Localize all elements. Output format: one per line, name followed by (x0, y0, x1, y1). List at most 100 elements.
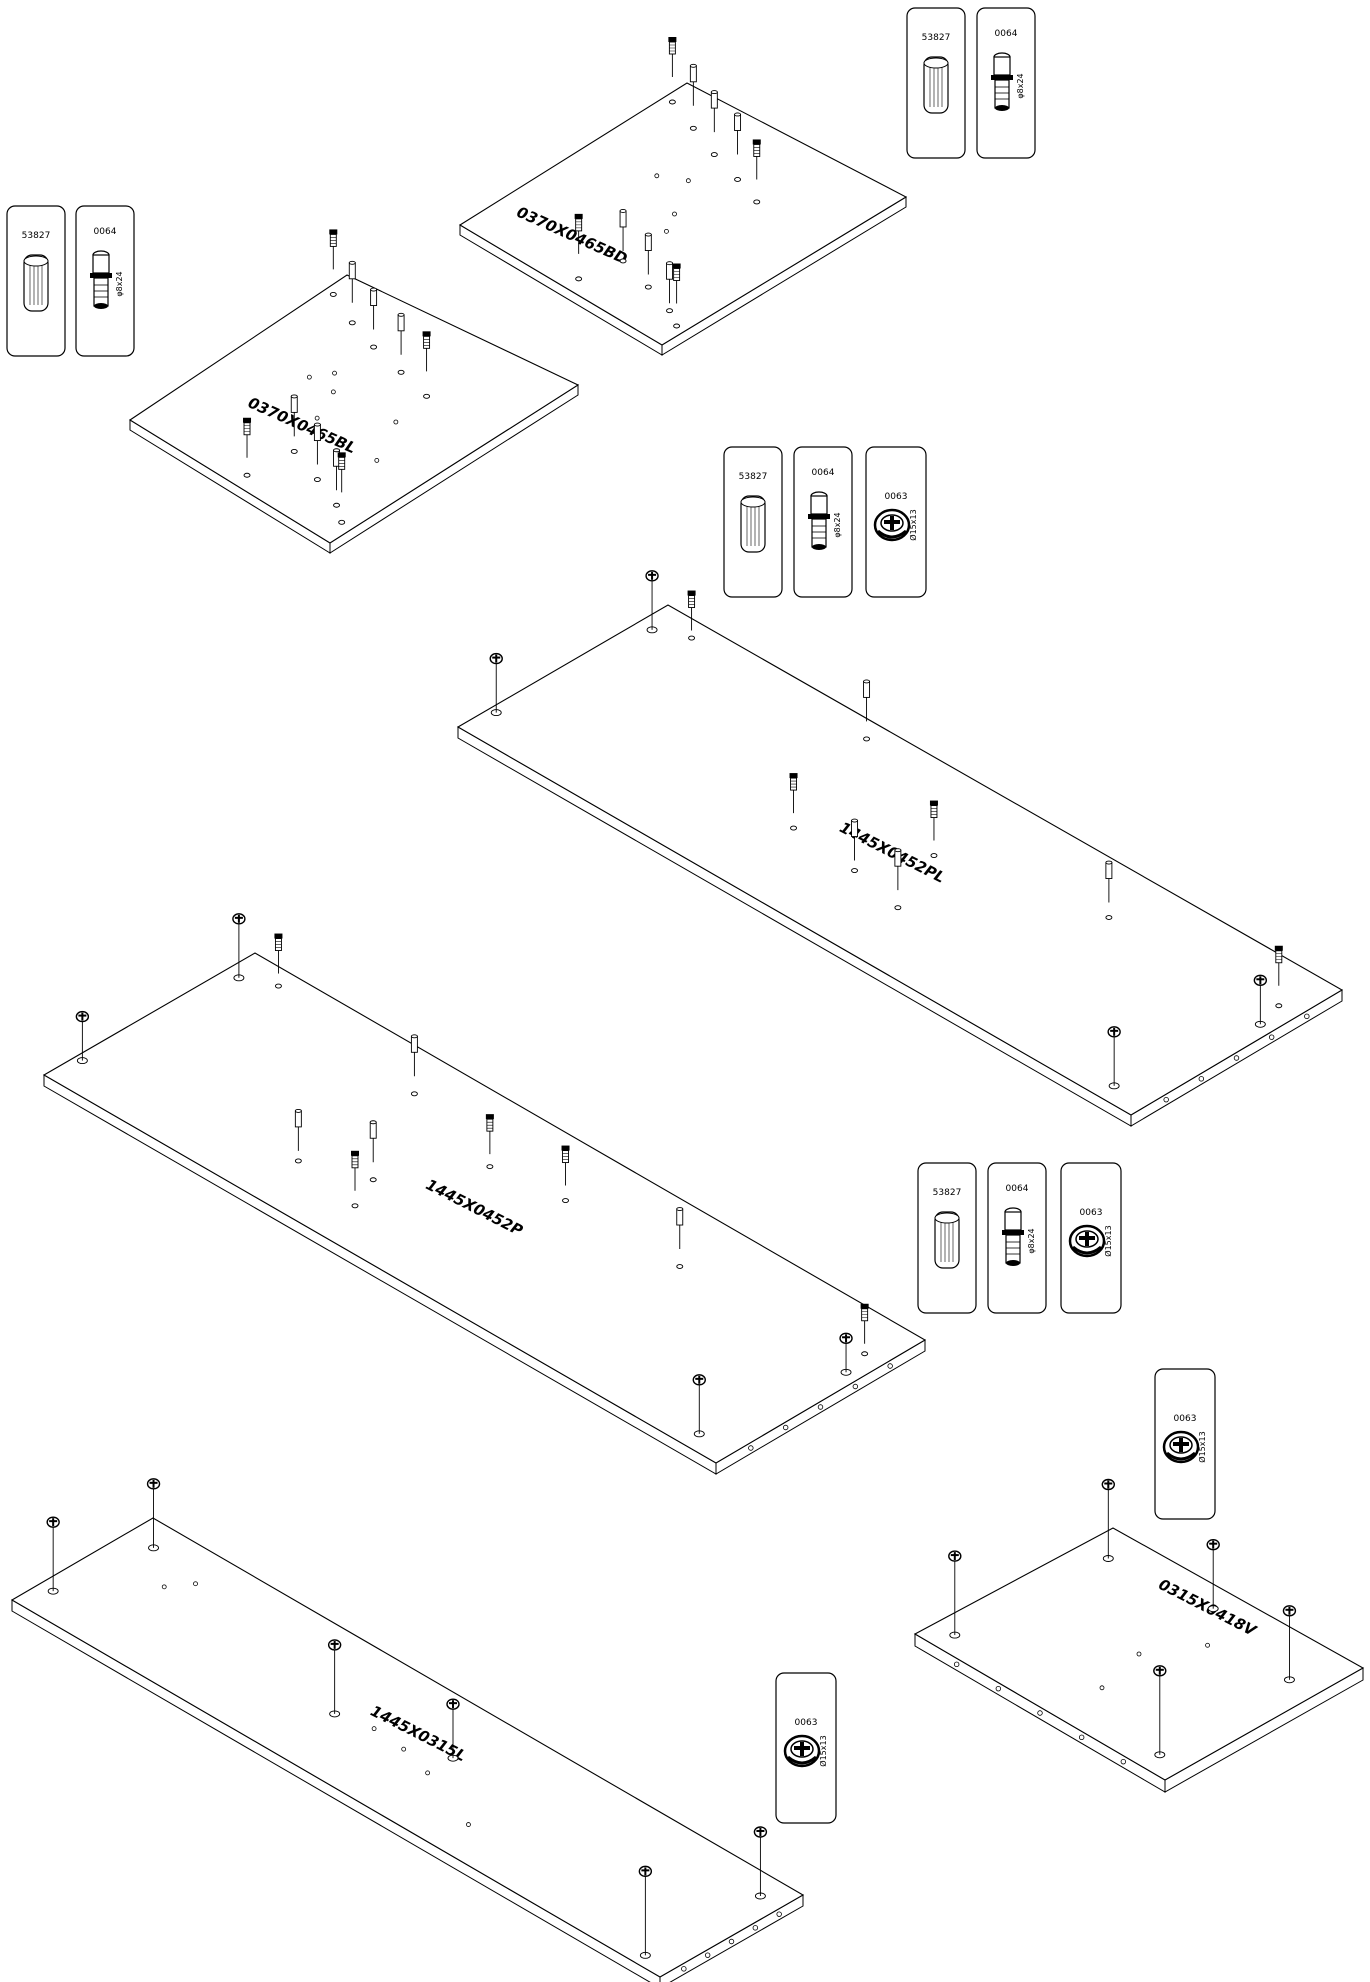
cam-lock-fastener (1282, 1605, 1297, 1684)
cam-lock-icon (446, 1698, 460, 1710)
bolt-fastener (485, 1113, 495, 1170)
cam-lock-fastener (1101, 1478, 1116, 1562)
hardware-callout-dowel: 53827 (6, 205, 66, 357)
hardware-callout-dowel: 53827 (723, 446, 783, 598)
drill-hole (393, 419, 399, 425)
drill-hole (193, 1581, 198, 1587)
drill-hole (290, 448, 298, 454)
cam-lock-icon (46, 1516, 60, 1528)
bolt-fastener (859, 1303, 870, 1357)
cam-lock-fastener (753, 1826, 768, 1900)
drill-hole (672, 211, 677, 217)
dowel-fastener (313, 422, 322, 483)
drill-hole (371, 1726, 377, 1732)
panel-top-face (128, 274, 580, 544)
cam-lock-fastener (46, 1516, 60, 1595)
edge-hole (953, 1661, 960, 1668)
drill-hole (397, 369, 405, 375)
bolt-fastener (1273, 944, 1284, 1009)
edge-hole (728, 1938, 735, 1945)
edge-hole (748, 1445, 754, 1451)
edge-hole (681, 1966, 687, 1972)
dowel-fastener (850, 818, 859, 873)
dowel-fastener (290, 394, 299, 454)
drill-hole (314, 415, 320, 421)
drill-hole (668, 99, 676, 105)
bolt-fastener (560, 1144, 571, 1204)
drill-hole (664, 228, 669, 234)
cam-lock-fastener (1206, 1538, 1220, 1613)
cam-lock-icon (873, 508, 911, 542)
drill-hole (1136, 1651, 1142, 1657)
cam-lock-icon (327, 1639, 342, 1651)
bolt-fastener (336, 451, 347, 525)
drill-hole (294, 1158, 302, 1164)
edge-hole (995, 1685, 1002, 1692)
hardware-code: 0063 (885, 492, 908, 502)
hardware-size: φ8x24 (833, 512, 842, 537)
drill-hole (313, 477, 321, 483)
bolt-fastener (686, 589, 697, 641)
bolt-fastener (573, 212, 584, 282)
drill-hole (306, 374, 312, 380)
cam-lock-fastener (446, 1698, 460, 1762)
connector-bolt-icon (667, 35, 678, 79)
drill-hole (688, 635, 696, 641)
drill-hole (329, 291, 337, 297)
hardware-size: Ø15x13 (1103, 1225, 1113, 1256)
edge-hole (1078, 1734, 1085, 1741)
dowel-fastener (689, 63, 698, 131)
cam-lock-fastener (839, 1332, 853, 1376)
hardware-size: Ø15x13 (818, 1735, 828, 1766)
wooden-dowel-icon (934, 1211, 960, 1269)
cam-lock-icon (692, 1374, 706, 1386)
dowel-fastener (644, 232, 653, 290)
drill-hole (161, 1584, 167, 1590)
drill-hole (332, 370, 337, 376)
drill-hole (1099, 1685, 1105, 1691)
drill-hole (734, 177, 742, 182)
panel-0370x0465bd: 0370X0465BD (458, 82, 908, 356)
edge-hole (1198, 1076, 1205, 1082)
hardware-callout-dowel: 53827 (906, 7, 966, 159)
bolt-fastener (421, 330, 432, 399)
cam-lock-icon (232, 913, 246, 925)
panel-1445x0315l: 1445X0315L (10, 1517, 805, 1982)
panel-top-face (10, 1517, 805, 1978)
cam-lock-fastener (75, 1010, 90, 1065)
hardware-code: 53827 (933, 1188, 962, 1198)
drill-hole (1275, 1003, 1283, 1009)
cam-lock-icon (1206, 1538, 1220, 1551)
dowel-fastener (369, 287, 378, 350)
edge-hole (752, 1925, 759, 1931)
hardware-callout-dowel: 53827 (917, 1162, 977, 1314)
edge-hole (1304, 1013, 1310, 1020)
drill-hole (425, 1770, 431, 1776)
drill-hole (689, 125, 697, 131)
cam-lock-icon (753, 1826, 768, 1838)
hardware-code: 0063 (1174, 1414, 1197, 1424)
edge-hole (852, 1383, 859, 1390)
edge-hole (1163, 1096, 1169, 1103)
bolt-fastener (667, 35, 678, 105)
hardware-size: Ø15x13 (1197, 1431, 1207, 1462)
dowel-fastener (894, 847, 902, 911)
bolt-fastener (350, 1150, 360, 1209)
drill-hole (1105, 915, 1113, 920)
panel-0315x0418v: 0315X0418V (913, 1527, 1365, 1793)
dowel-fastener (332, 447, 341, 508)
cam-lock-icon (783, 1734, 821, 1768)
hardware-code: 0064 (812, 468, 835, 478)
dowel-fastener (619, 208, 627, 264)
drill-hole (562, 1198, 569, 1204)
dowel-fastener (397, 312, 405, 375)
cam-lock-fastener (645, 570, 659, 634)
cam-lock-icon (1253, 974, 1268, 986)
edge-hole (1037, 1710, 1043, 1716)
drill-hole (333, 502, 340, 508)
hardware-size: φ8x24 (1027, 1228, 1036, 1253)
